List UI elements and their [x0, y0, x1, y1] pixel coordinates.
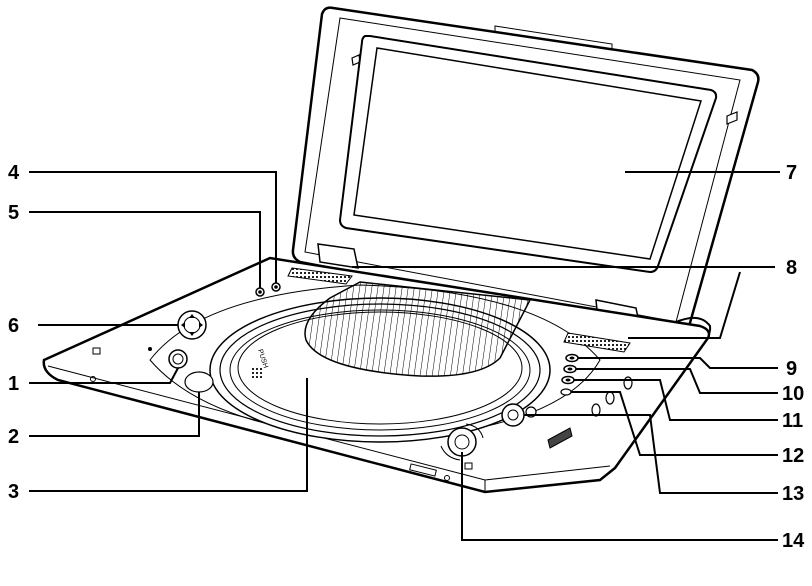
- callout-1: 1: [8, 373, 19, 395]
- callout-12: 12: [782, 445, 804, 467]
- leader-10: [576, 368, 778, 394]
- leader-lines: [29, 171, 780, 541]
- side-jacks: [547, 376, 633, 449]
- leader-2: [29, 392, 200, 437]
- callout-13: 13: [782, 483, 804, 505]
- callout-3: 3: [8, 481, 19, 503]
- callout-4: 4: [8, 162, 20, 184]
- leader-12: [571, 391, 778, 456]
- callout-9: 9: [786, 358, 797, 380]
- callout-6: 6: [8, 315, 19, 337]
- callout-2: 2: [8, 426, 19, 448]
- leader-8b: [628, 271, 741, 339]
- button-12[interactable]: [560, 388, 572, 396]
- leader-9: [578, 357, 778, 369]
- leader-14: [461, 452, 778, 541]
- callout-10: 10: [782, 383, 804, 405]
- hub-cover: [304, 281, 532, 377]
- navigation-pad-6[interactable]: [177, 310, 207, 340]
- callout-7: 7: [786, 162, 797, 184]
- screen: [353, 47, 702, 260]
- callout-numbers: 4 5 6 1 2 3 7 8 9 10 11 12 13 14: [8, 162, 805, 552]
- button-5[interactable]: [255, 287, 265, 297]
- callout-11: 11: [782, 410, 803, 432]
- playback-pad-14[interactable]: [440, 423, 484, 461]
- speaker-right: [563, 332, 631, 353]
- remote-sensor-2: [184, 371, 214, 393]
- speaker-left: [287, 267, 353, 285]
- button-10[interactable]: [563, 364, 577, 374]
- power-button-4[interactable]: [271, 282, 281, 292]
- leader-11: [574, 379, 778, 421]
- button-11[interactable]: [561, 375, 575, 385]
- leader-13: [524, 414, 778, 494]
- callout-14: 14: [782, 530, 805, 552]
- leader-1: [29, 367, 179, 384]
- callout-8: 8: [786, 257, 797, 279]
- leader-5: [29, 211, 261, 288]
- leader-3: [29, 378, 308, 492]
- button-1[interactable]: [148, 347, 188, 369]
- button-9[interactable]: [565, 353, 579, 363]
- callout-5: 5: [8, 202, 19, 224]
- leader-4: [29, 171, 277, 283]
